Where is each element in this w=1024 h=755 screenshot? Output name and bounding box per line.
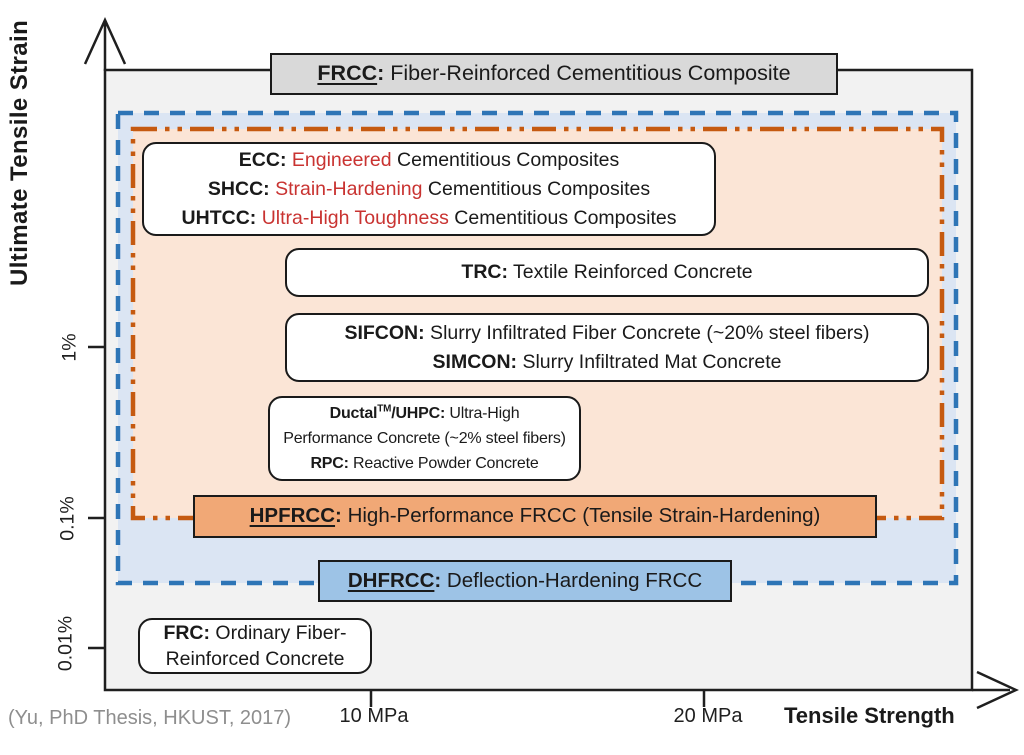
hpfrcc-colon: :: [335, 504, 342, 528]
uhtcc-abbr: UHTCC:: [181, 206, 257, 229]
sifcon-box: SIFCON: Slurry Infiltrated Fiber Concret…: [285, 313, 929, 382]
uhtcc-red-term: Ultra-High Toughness: [256, 206, 449, 229]
simcon-rest: Slurry Infiltrated Mat Concrete: [517, 350, 782, 373]
sifcon-rest: Slurry Infiltrated Fiber Concrete (~20% …: [424, 321, 870, 344]
y-tick-0-01pct: 0.01%: [54, 615, 77, 672]
dhfrcc-abbr: DHFRCC: [347, 568, 435, 592]
uhpc-abbr: /UHPC:: [391, 405, 446, 422]
ecc-red-term: Engineered: [286, 148, 392, 171]
ductal-line-3: RPC: Reactive Powder Concrete: [310, 451, 538, 476]
dhfrcc-colon: :: [434, 568, 442, 592]
ductal-uhpc-box: DuctalTM/UHPC: Ultra-High Performance Co…: [268, 396, 581, 481]
citation: (Yu, PhD Thesis, HKUST, 2017): [8, 707, 292, 729]
trc-line: TRC: Textile Reinforced Concrete: [461, 259, 752, 286]
sifcon-line-2: SIMCON: Slurry Infiltrated Mat Concrete: [433, 348, 782, 377]
trademark-symbol: TM: [377, 403, 392, 415]
sifcon-line-1: SIFCON: Slurry Infiltrated Fiber Concret…: [344, 319, 869, 348]
ductal-line-1: DuctalTM/UHPC: Ultra-High: [330, 401, 520, 426]
frc-line-1: FRC: Ordinary Fiber-: [163, 620, 346, 646]
y-axis-arrow: [83, 16, 127, 71]
shcc-abbr: SHCC:: [207, 177, 270, 200]
frc-line-2: Reinforced Concrete: [165, 648, 345, 670]
ductal-rest: Ultra-High: [445, 405, 520, 422]
frcc-abbr: FRCC: [317, 61, 378, 86]
ductal-line-2: Performance Concrete (~2% steel fibers): [283, 430, 566, 447]
x-axis-label: Tensile Strength: [784, 703, 955, 728]
y-tick-1pct: 1%: [58, 333, 81, 362]
dhfrcc-box: DHFRCC: Deflection-Hardening FRCC: [318, 560, 732, 602]
dhfrcc-desc: Deflection-Hardening FRCC: [441, 568, 703, 592]
shcc-red-term: Strain-Hardening: [269, 177, 423, 200]
ecc-line-1: ECC: Engineered Cementitious Composites: [239, 146, 619, 175]
ecc-rest: Cementitious Composites: [391, 148, 620, 171]
hpfrcc-line: HPFRCC: High-Performance FRCC (Tensile S…: [250, 502, 821, 530]
uhtcc-rest: Cementitious Composites: [448, 206, 677, 229]
ecc-line-2: SHCC: Strain-Hardening Cementitious Comp…: [208, 175, 650, 204]
shcc-rest: Cementitious Composites: [422, 177, 651, 200]
rpc-rest: Reactive Powder Concrete: [348, 455, 539, 472]
dhfrcc-line: DHFRCC: Deflection-Hardening FRCC: [348, 567, 702, 595]
ecc-line-3: UHTCC: Ultra-High Toughness Cementitious…: [182, 204, 677, 233]
sifcon-abbr: SIFCON:: [344, 321, 425, 344]
rpc-abbr: RPC:: [310, 455, 349, 472]
frcc-colon: :: [377, 61, 385, 86]
x-tick-20mpa: 20 MPa: [673, 705, 743, 727]
simcon-abbr: SIMCON:: [432, 350, 518, 373]
axis-ticks: [88, 345, 706, 707]
ecc-box: ECC: Engineered Cementitious Composites …: [142, 142, 716, 236]
frc-box: FRC: Ordinary Fiber- Reinforced Concrete: [138, 618, 372, 674]
x-axis-arrow: [972, 670, 1019, 710]
ductal-brand: Ductal: [329, 405, 378, 422]
hpfrcc-desc: High-Performance FRCC (Tensile Strain-Ha…: [341, 504, 821, 528]
ecc-abbr: ECC:: [238, 148, 287, 171]
frcc-title-line: FRCC: Fiber-Reinforced Cementitious Comp…: [317, 59, 790, 89]
trc-box: TRC: Textile Reinforced Concrete: [285, 248, 929, 297]
trc-abbr: TRC:: [461, 261, 508, 284]
frc-rest: Ordinary Fiber-: [210, 622, 347, 644]
y-tick-0-1pct: 0.1%: [56, 496, 79, 541]
x-tick-10mpa: 10 MPa: [339, 705, 409, 727]
y-axis-label: Ultimate Tensile Strain: [6, 19, 33, 287]
trc-desc: Textile Reinforced Concrete: [507, 261, 753, 284]
hpfrcc-abbr: HPFRCC: [249, 504, 336, 528]
frcc-title-box: FRCC: Fiber-Reinforced Cementitious Comp…: [270, 53, 838, 95]
frcc-desc: Fiber-Reinforced Cementitious Composite: [384, 61, 791, 86]
hpfrcc-box: HPFRCC: High-Performance FRCC (Tensile S…: [193, 495, 877, 538]
frc-abbr: FRC:: [163, 622, 211, 644]
